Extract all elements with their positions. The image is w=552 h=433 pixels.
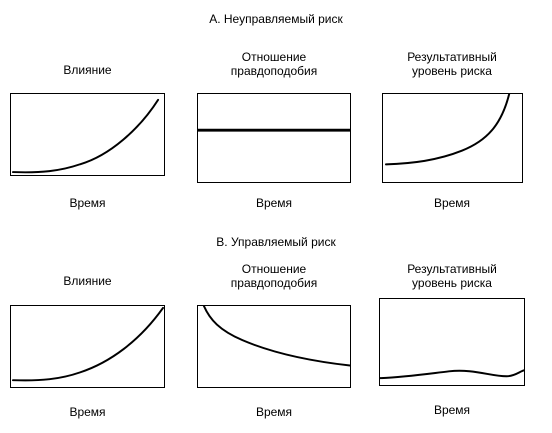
panel-b2-curve (202, 306, 350, 367)
panel-b1-curve (11, 306, 164, 382)
panel-b1-xlabel: Время (69, 405, 106, 419)
panel-b3-xlabel: Время (433, 403, 471, 417)
panel-b2-xlabel: Время (255, 405, 293, 419)
panel-a2-title: Отношение правдоподобия (230, 50, 318, 78)
panel-b3-plot (379, 298, 525, 386)
panel-b3-curve (380, 369, 524, 380)
panel-a2-xlabel: Время (255, 196, 293, 210)
panel-a3-xlabel: Время (433, 196, 471, 210)
panel-a1-xlabel: Время (69, 196, 106, 210)
panel-a3-title: Результативный уровень риска (407, 50, 497, 78)
panel-a3-curve (384, 94, 511, 166)
section-a-title: А. Неуправляемый риск (209, 12, 343, 26)
panel-b1-title: Влияние (63, 274, 112, 288)
panel-b3-title: Результативный уровень риска (407, 262, 497, 290)
panel-b2-title: Отношение правдоподобия (230, 262, 318, 290)
panel-b2-plot (197, 305, 351, 388)
panel-a1-plot (10, 93, 165, 176)
panel-a3-plot (382, 93, 523, 183)
panel-a2-plot (197, 93, 351, 183)
panel-a1-title: Влияние (63, 63, 112, 77)
section-b-title: B. Управляемый риск (216, 235, 336, 249)
panel-a1-curve (11, 98, 160, 174)
panel-b1-plot (10, 305, 165, 388)
